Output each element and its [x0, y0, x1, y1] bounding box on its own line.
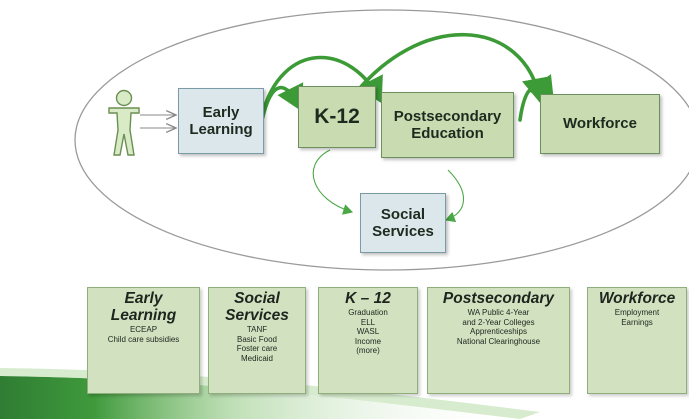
card-workforce-title: Workforce	[588, 290, 686, 307]
card-early-learning: Early Learning ECEAP Child care subsidie…	[87, 287, 200, 394]
card-title-line: Learning	[110, 307, 177, 324]
card-title-line: Workforce	[598, 290, 676, 307]
card-item: Employment	[614, 308, 660, 317]
node-early-learning-line1: Early	[202, 103, 240, 121]
social-service-arrows	[312, 149, 465, 223]
card-item: ELL	[360, 317, 376, 327]
card-title-line: Services	[225, 307, 289, 324]
card-title-line: Social	[234, 290, 280, 307]
card-title-line: Early	[124, 290, 163, 307]
card-k12: K – 12 Graduation ELL WASL Income (more)	[318, 287, 418, 394]
accent-stripe-light	[0, 368, 540, 419]
card-workforce-items: Employment Earnings	[588, 308, 686, 327]
node-workforce: Workforce	[540, 94, 660, 154]
node-postsecondary: Postsecondary Education	[381, 92, 514, 158]
card-item: Medicaid	[240, 353, 273, 363]
card-item: and 2-Year Colleges	[462, 317, 535, 327]
arrow-early-to-k12	[260, 82, 304, 122]
arrow-k12-to-social	[312, 149, 354, 215]
card-item: ECEAP	[129, 325, 158, 334]
arrow-postsecondary-to-social	[444, 169, 465, 223]
card-item: TANF	[246, 325, 268, 334]
node-postsecondary-line1: Postsecondary	[393, 107, 502, 125]
card-item: Earnings	[621, 317, 653, 327]
card-social-services: Social Services TANF Basic Food Foster c…	[208, 287, 306, 394]
card-item: National Clearinghouse	[456, 336, 541, 346]
card-item: Child care subsidies	[107, 334, 180, 344]
node-early-learning-line2: Learning	[189, 121, 253, 138]
card-k12-title: K – 12	[319, 290, 417, 307]
card-postsecondary-title: Postsecondary	[428, 290, 569, 307]
card-social-services-title: Social Services	[209, 290, 305, 324]
card-item: Graduation	[348, 308, 388, 317]
node-postsecondary-line2: Education	[411, 125, 484, 142]
card-item: WASL	[356, 327, 380, 336]
card-item: Income	[354, 336, 382, 346]
node-workforce-label: Workforce	[563, 115, 637, 133]
context-ellipse	[74, 9, 689, 271]
node-social-services: Social Services	[360, 193, 446, 253]
card-item: Basic Food	[236, 334, 278, 344]
card-title-line: K – 12	[345, 290, 391, 307]
node-k12: K-12	[298, 86, 376, 148]
card-early-learning-items: ECEAP Child care subsidies	[88, 325, 199, 344]
card-social-services-items: TANF Basic Food Foster care Medicaid	[209, 325, 305, 363]
card-item: (more)	[356, 346, 380, 355]
card-k12-items: Graduation ELL WASL Income (more)	[319, 308, 417, 356]
node-k12-label: K-12	[314, 104, 360, 128]
card-item: Foster care	[236, 344, 278, 353]
person-figure-icon	[108, 89, 140, 156]
node-early-learning: Early Learning	[178, 88, 264, 154]
card-postsecondary-items: WA Public 4-Year and 2-Year Colleges App…	[428, 308, 569, 346]
flow-arrows	[260, 32, 555, 122]
card-early-learning-title: Early Learning	[88, 290, 199, 324]
node-social-services-line2: Services	[372, 223, 434, 240]
card-postsecondary: Postsecondary WA Public 4-Year and 2-Yea…	[427, 287, 570, 394]
arrow-k12-to-workforce	[348, 32, 551, 104]
card-title-line: Postsecondary	[442, 290, 555, 307]
card-workforce: Workforce Employment Earnings	[587, 287, 687, 394]
card-item: WA Public 4-Year	[467, 308, 530, 317]
node-social-services-line1: Social	[380, 205, 426, 223]
card-item: Apprenticeships	[470, 327, 527, 336]
person-to-early-learning-arrows	[140, 115, 175, 128]
